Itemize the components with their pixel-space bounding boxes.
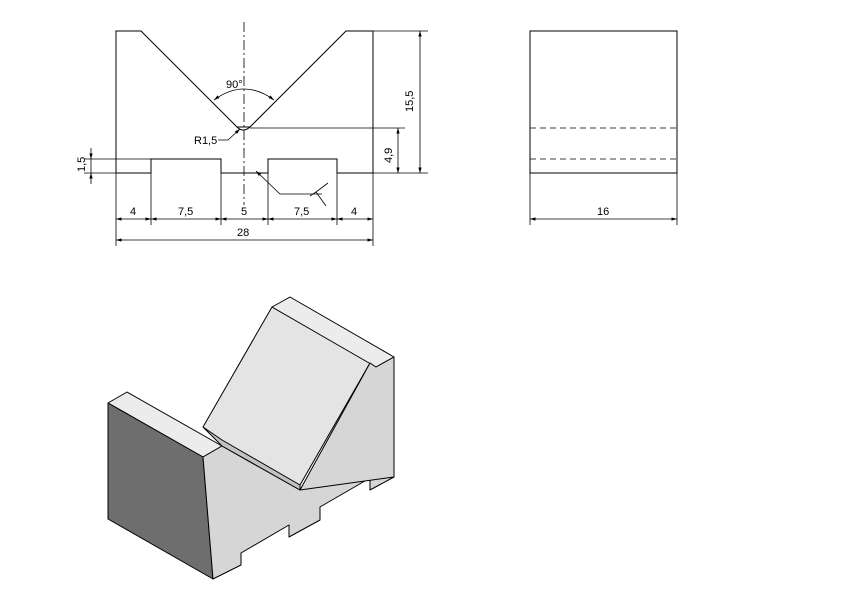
- side-width-label: 16: [597, 206, 609, 218]
- segment-label-3: 5: [241, 206, 247, 218]
- iso-inclined-face: [202, 306, 371, 486]
- radius-label: R1,5: [194, 135, 217, 147]
- surface-finish-tick: [315, 191, 327, 207]
- segment-label-5: 4: [351, 206, 357, 218]
- groove-radius-arc: [236, 126, 251, 131]
- segment-label-2: 7,5: [178, 206, 193, 218]
- side-view: 16: [529, 30, 678, 225]
- angle-dimension-arc: [213, 88, 275, 101]
- radius-leader: [218, 128, 241, 141]
- iso-right-block-side: [299, 356, 395, 491]
- isometric-view: [107, 296, 395, 580]
- slot-depth-label: 1,5: [76, 157, 88, 172]
- side-view-outline: [529, 30, 678, 174]
- segment-label-1: 4: [130, 206, 136, 218]
- segment-label-4: 7,5: [294, 206, 309, 218]
- groove-depth-label: 4,9: [383, 148, 395, 163]
- front-view: 90° R1,5 15,5 4,9 1,5 4: [76, 22, 428, 246]
- surface-finish-leader: [255, 170, 322, 195]
- total-width-label: 28: [237, 227, 249, 239]
- front-view-outline: [115, 30, 374, 174]
- angle-label: 90°: [226, 79, 243, 91]
- height-label: 15,5: [404, 91, 416, 112]
